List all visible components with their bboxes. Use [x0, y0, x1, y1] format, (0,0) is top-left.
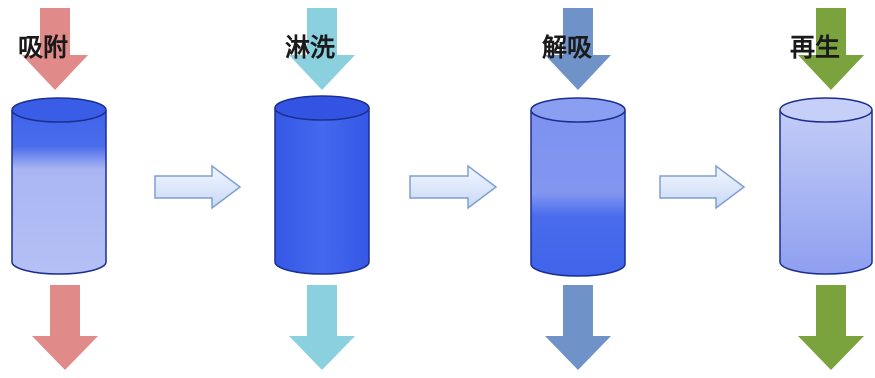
inflow-arrow: [22, 8, 88, 90]
column-cylinder: [530, 97, 626, 277]
inflow-arrow: [289, 8, 355, 90]
step-label: 吸附: [18, 33, 68, 62]
column-cylinder: [779, 97, 873, 275]
inflow-arrow: [798, 8, 864, 90]
transition-arrow: [154, 164, 242, 210]
step-regeneration: 再生: [779, 8, 873, 370]
step-label: 淋洗: [285, 33, 335, 62]
transition-arrow: [659, 164, 746, 210]
outflow-arrow: [32, 285, 98, 370]
column-cylinder: [274, 95, 370, 275]
step-label: 解吸: [542, 33, 592, 62]
outflow-arrow: [798, 285, 864, 370]
inflow-arrow: [545, 8, 611, 90]
step-adsorption: 吸附: [11, 8, 107, 370]
column-cylinder: [11, 97, 107, 275]
step-desorption: 解吸: [530, 8, 626, 370]
outflow-arrow: [545, 285, 611, 370]
step-label: 再生: [790, 33, 840, 62]
outflow-arrow: [289, 285, 355, 370]
transition-arrow: [409, 164, 498, 210]
step-rinse: 淋洗: [274, 8, 370, 370]
